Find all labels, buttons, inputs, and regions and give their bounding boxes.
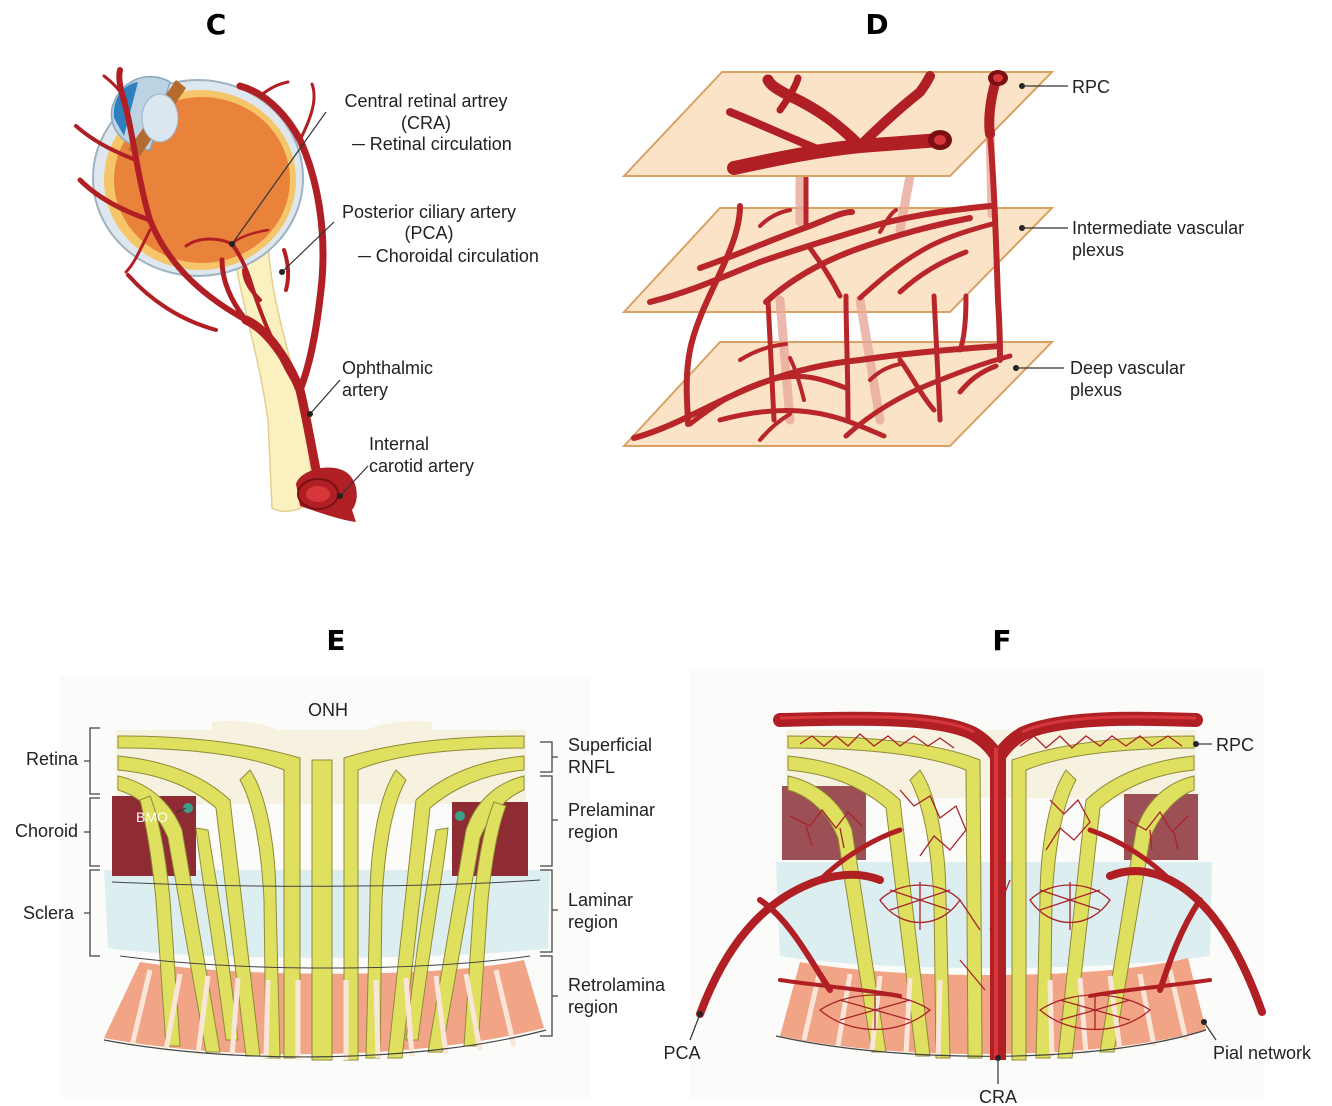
bmo-marker-right [455, 811, 465, 821]
label-retrolaminar-line1: Retrolamina [568, 975, 666, 995]
label-retina: Retina [26, 749, 79, 769]
label-intermediate-line2: plexus [1072, 240, 1124, 260]
label-deep-line1: Deep vascular [1070, 358, 1185, 378]
panel-c: C [76, 8, 539, 522]
label-intermediate-line1: Intermediate vascular [1072, 218, 1244, 238]
label-carotid-line1: Internal [369, 434, 429, 454]
panel-f-letter: F [992, 624, 1011, 657]
label-carotid-line2: carotid artery [369, 456, 474, 476]
panel-f: F [663, 624, 1312, 1106]
label-retrolaminar-line2: region [568, 997, 618, 1017]
label-pca-line2: (PCA) [405, 223, 454, 243]
label-pca-line3: ─ Choroidal circulation [357, 246, 539, 266]
label-deep-line2: plexus [1070, 380, 1122, 400]
label-superficial-line2: RNFL [568, 757, 615, 777]
panel-c-letter: C [206, 8, 227, 41]
panel-e: E [15, 624, 666, 1098]
label-laminar-line1: Laminar [568, 890, 633, 910]
label-rpc: RPC [1072, 77, 1110, 97]
label-laminar-line2: region [568, 912, 618, 932]
label-prelaminar-line1: Prelaminar [568, 800, 655, 820]
label-sclera: Sclera [23, 903, 75, 923]
panel-e-letter: E [326, 624, 345, 657]
label-f-rpc: RPC [1216, 735, 1254, 755]
carotid-cross-section [296, 468, 357, 522]
panel-d-letter: D [865, 8, 888, 41]
label-superficial-line1: Superficial [568, 735, 652, 755]
label-choroid: Choroid [15, 821, 78, 841]
label-bmo: BMO [136, 809, 168, 825]
lens [142, 94, 178, 142]
label-ophthalmic-line1: Ophthalmic [342, 358, 433, 378]
label-ophthalmic-line2: artery [342, 380, 388, 400]
label-pca-line1: Posterior ciliary artery [342, 202, 516, 222]
label-cra-line3: ─ Retinal circulation [351, 134, 512, 154]
label-cra: CRA [979, 1087, 1017, 1106]
label-prelaminar-line2: region [568, 822, 618, 842]
label-cra-line2: (CRA) [401, 113, 451, 133]
label-cra-line1: Central retinal artrey [344, 91, 507, 111]
label-pca: PCA [663, 1043, 700, 1063]
label-pial-network: Pial network [1213, 1043, 1312, 1063]
label-onh: ONH [308, 700, 348, 720]
panel-d: D [624, 8, 1244, 446]
